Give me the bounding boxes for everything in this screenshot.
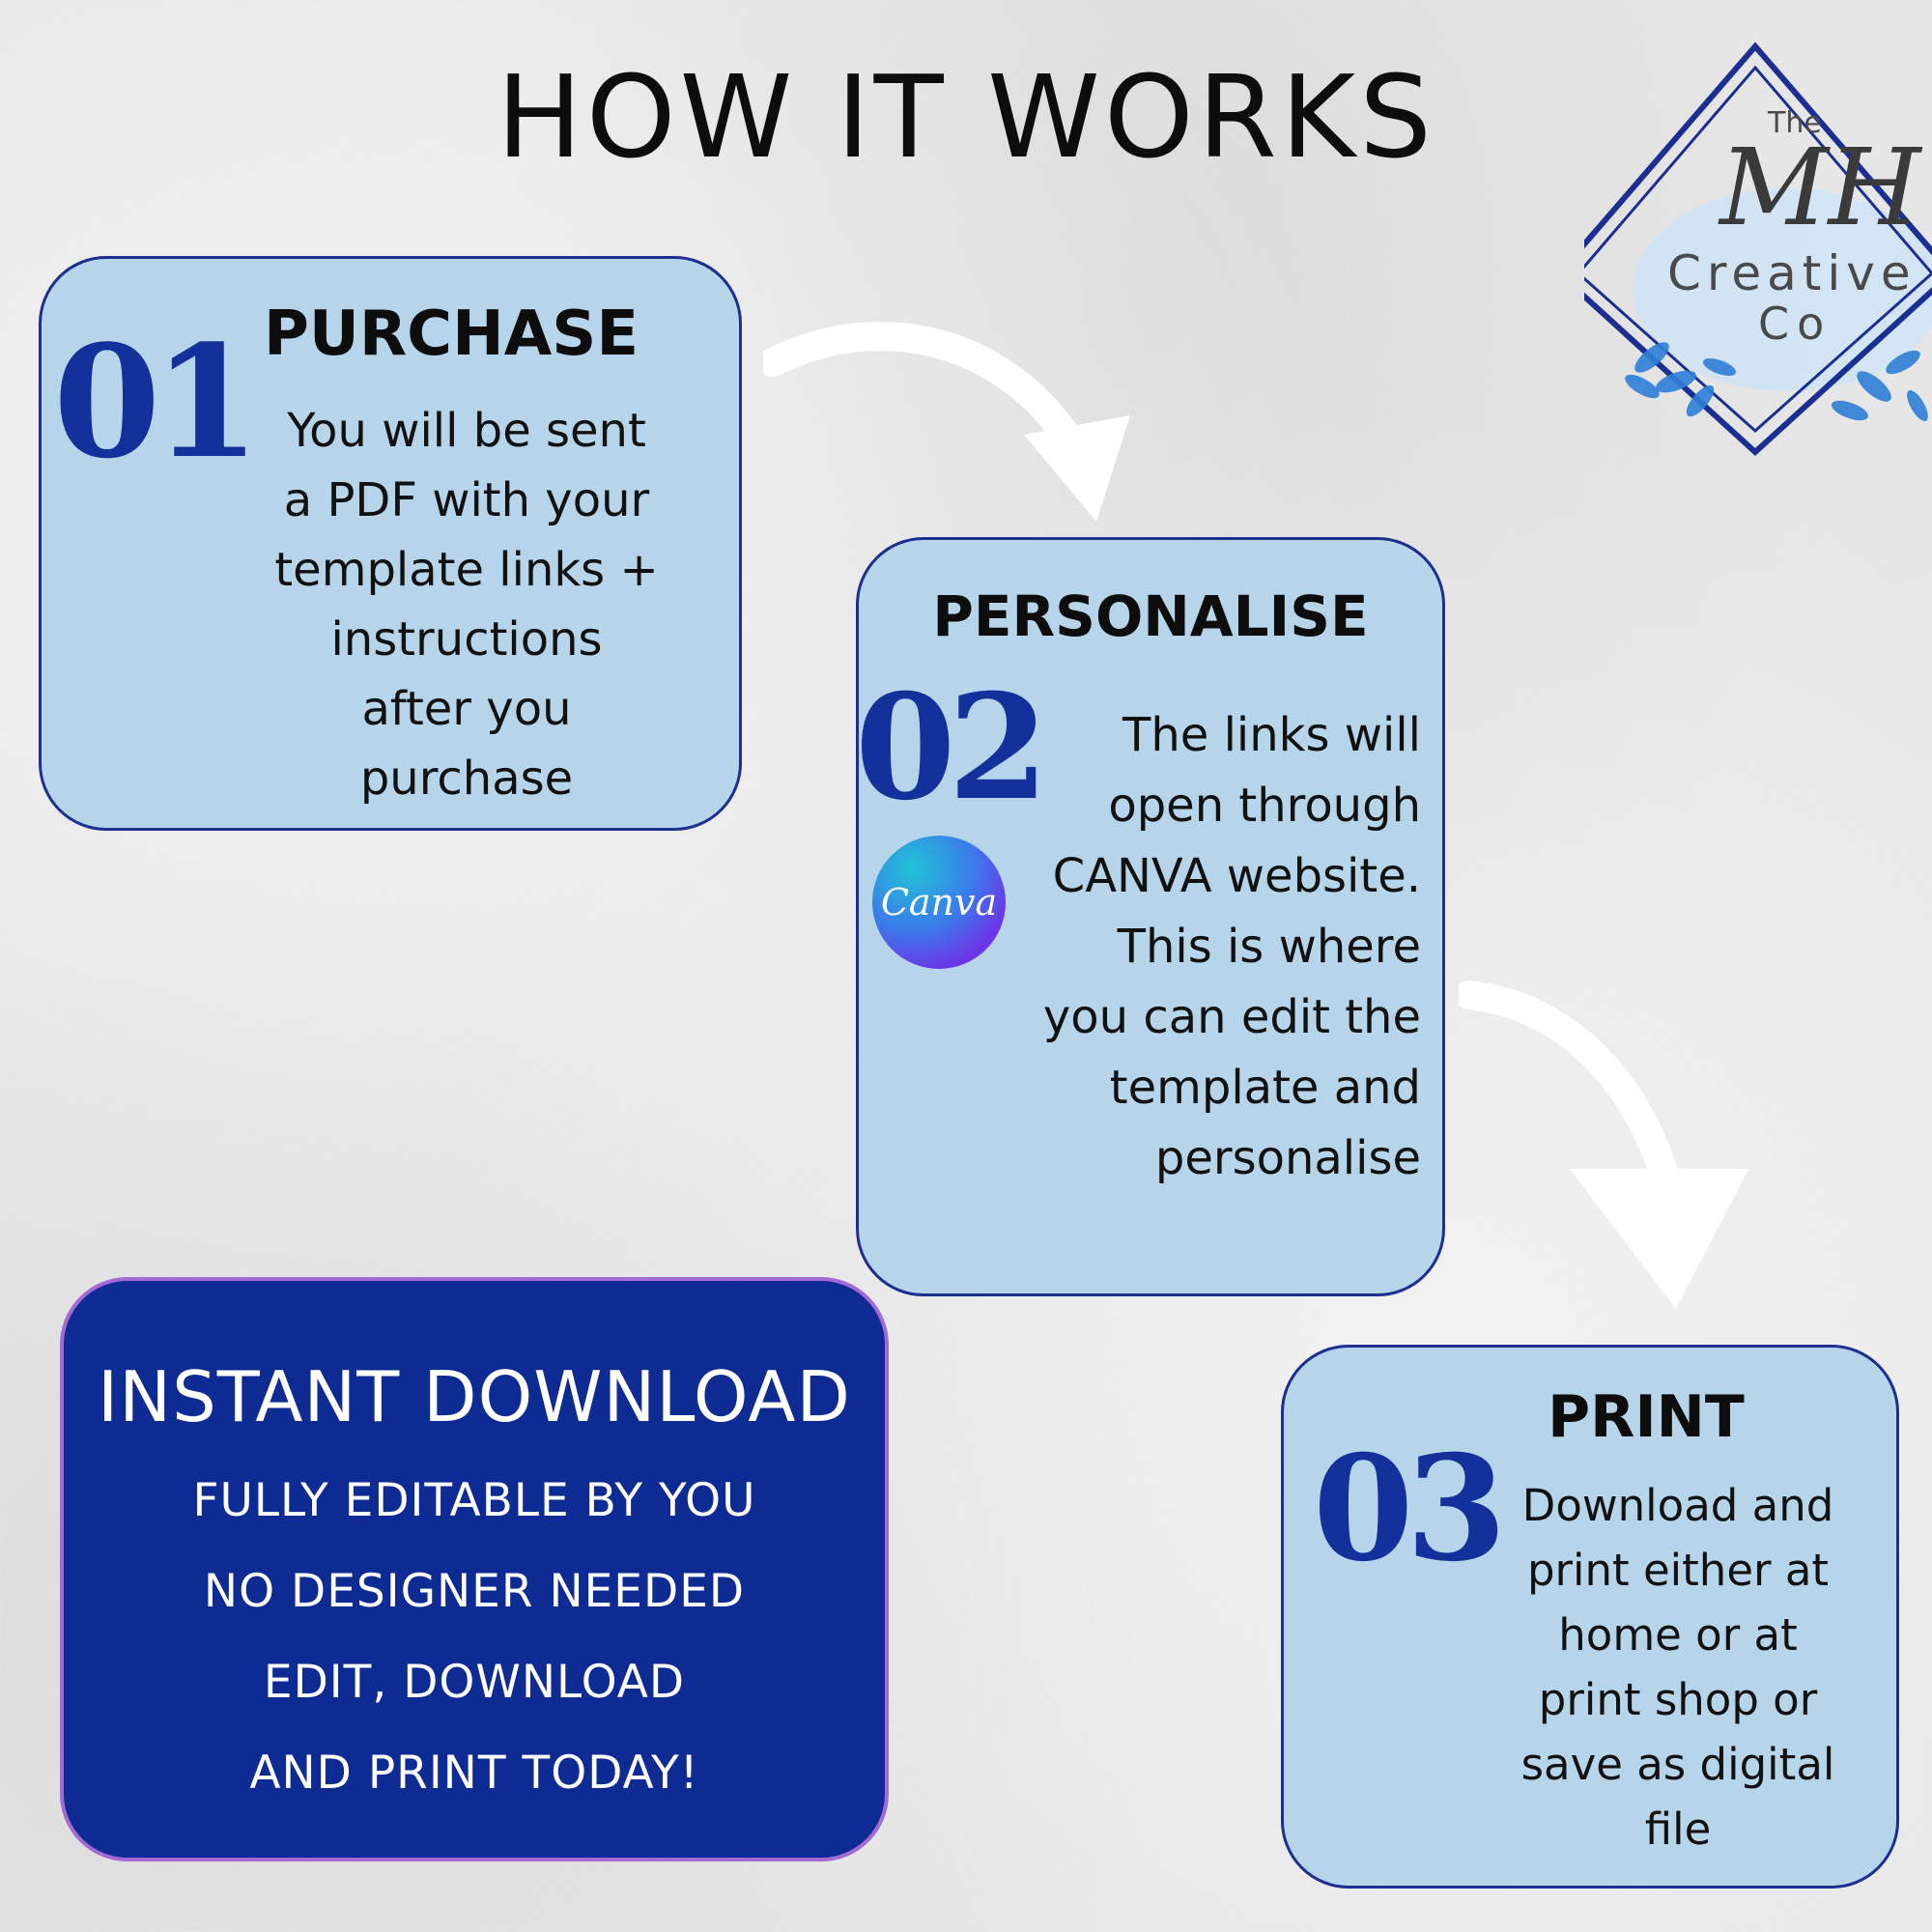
canva-logo-text: Canva <box>880 881 998 923</box>
step-description: You will be sent a PDF with your templat… <box>274 404 659 806</box>
canva-logo-icon: Canva <box>872 836 1006 969</box>
brand-the: The <box>1768 106 1822 140</box>
brand-diamond-graphic <box>1554 42 1932 457</box>
brand-creative: Creative <box>1667 245 1917 301</box>
banner-line: FULLY EDITABLE BY YOU <box>192 1474 756 1527</box>
banner-line: AND PRINT TODAY! <box>249 1747 699 1800</box>
page-title: HOW IT WORKS <box>496 50 1435 184</box>
brand-co: Co <box>1758 298 1833 350</box>
brand-logo: The MH Creative Co <box>1554 39 1932 464</box>
banner-line: EDIT, DOWNLOAD <box>263 1656 686 1709</box>
step-heading: PURCHASE <box>264 298 639 370</box>
step-number: 03 <box>1313 1424 1507 1594</box>
step-heading: PRINT <box>1548 1383 1745 1451</box>
step-number: 01 <box>53 311 261 493</box>
brand-monogram: MH <box>1719 126 1921 249</box>
step-card-purchase: 01 PURCHASE You will be sent a PDF with … <box>39 256 742 831</box>
banner-title: INSTANT DOWNLOAD <box>98 1356 851 1437</box>
banner-line: NO DESIGNER NEEDED <box>203 1565 746 1618</box>
step-description: The links will open through CANVA websit… <box>1042 708 1421 1185</box>
instant-download-banner: INSTANT DOWNLOAD FULLY EDITABLE BY YOU N… <box>60 1277 889 1861</box>
arrow-icon <box>763 322 1130 522</box>
step-number: 02 <box>855 663 1049 833</box>
arrow-icon <box>1459 980 1748 1309</box>
step-card-personalise: PERSONALISE 02 Canva The links will open… <box>855 537 1445 1296</box>
step-heading: PERSONALISE <box>932 583 1369 649</box>
step-card-print: PRINT 03 Download and print either at ho… <box>1281 1345 1899 1889</box>
step-description: Download and print either at home or at … <box>1520 1480 1835 1855</box>
